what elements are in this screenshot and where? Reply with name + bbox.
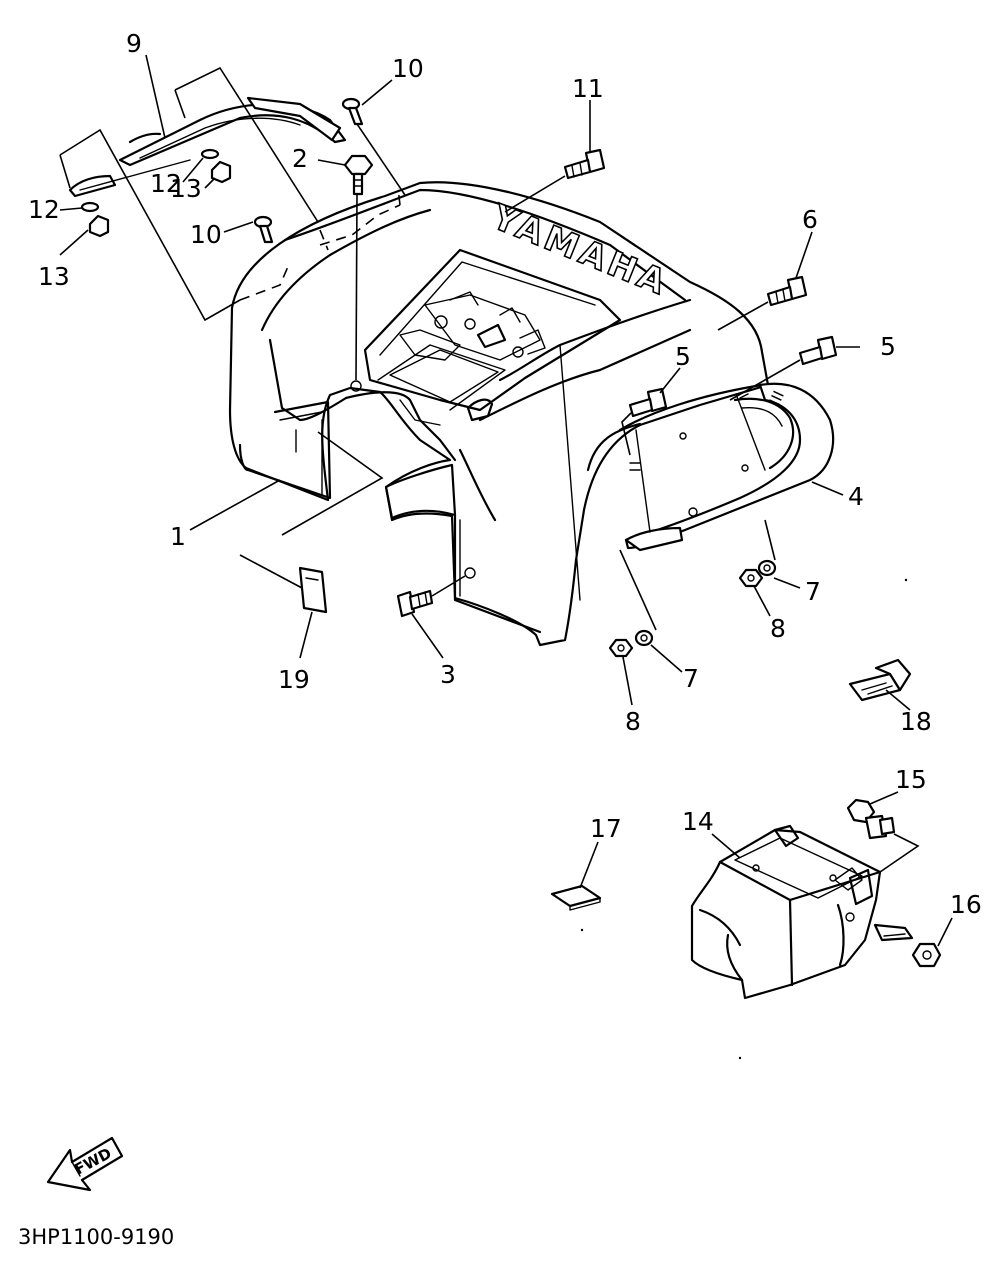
callout-16: 16 — [950, 890, 982, 919]
callout-14: 14 — [682, 807, 714, 836]
rear-fender: YAMAHA — [228, 181, 770, 647]
callout-12-upper: 12 — [150, 169, 182, 198]
washer-7-right — [757, 559, 777, 577]
callout-12-lower: 12 — [28, 195, 60, 224]
callout-3: 3 — [440, 660, 456, 689]
flap-19 — [298, 566, 328, 614]
bolt-15 — [846, 798, 896, 840]
callout-13-upper: 13 — [170, 174, 202, 203]
diagram-code: 3HP1100-9190 — [18, 1225, 174, 1249]
callout-labels: 9 10 11 2 12 13 10 12 13 6 5 5 4 7 8 7 8… — [28, 29, 982, 919]
nut-13-upper — [210, 160, 232, 184]
callout-10-top: 10 — [392, 54, 424, 83]
pad-17 — [550, 884, 602, 911]
clip-18 — [848, 658, 912, 702]
bolt-2 — [343, 154, 374, 196]
callout-5-left: 5 — [675, 342, 691, 371]
forward-arrow: FWD — [46, 1136, 124, 1192]
leader-lines — [59, 54, 953, 947]
callout-7-right: 7 — [805, 577, 821, 606]
washer-12-upper — [200, 148, 220, 160]
screw-5-right — [798, 335, 838, 366]
battery-box — [690, 824, 914, 1000]
nut-8-left — [608, 638, 634, 658]
screw-11 — [563, 148, 606, 180]
callout-15: 15 — [895, 765, 927, 794]
nut-16 — [911, 942, 942, 968]
callout-9: 9 — [126, 29, 142, 58]
side-rail — [59, 66, 347, 322]
screw-5-left — [628, 387, 668, 418]
washer-7-left — [634, 629, 654, 647]
callout-17: 17 — [590, 814, 622, 843]
callout-2: 2 — [292, 144, 308, 173]
callout-6: 6 — [802, 205, 818, 234]
screw-10-left — [253, 215, 274, 244]
callout-19: 19 — [278, 665, 310, 694]
callout-13-lower: 13 — [38, 262, 70, 291]
screw-6 — [766, 275, 808, 307]
callout-11: 11 — [572, 74, 604, 103]
callout-7-left: 7 — [683, 664, 699, 693]
callout-18: 18 — [900, 707, 932, 736]
rear-bumper: ☰ — [624, 382, 835, 552]
callout-8-left: 8 — [625, 707, 641, 736]
bolt-3 — [396, 589, 434, 618]
callout-8-right: 8 — [770, 614, 786, 643]
nut-8-right — [738, 568, 764, 588]
callout-4: 4 — [848, 482, 864, 511]
washer-12-lower — [80, 201, 100, 213]
callout-10-left: 10 — [190, 220, 222, 249]
callout-5-right: 5 — [880, 332, 896, 361]
nut-13-lower — [88, 214, 110, 238]
callout-1: 1 — [170, 522, 186, 551]
screw-10-top — [341, 97, 364, 126]
guard-outlines — [239, 187, 401, 301]
